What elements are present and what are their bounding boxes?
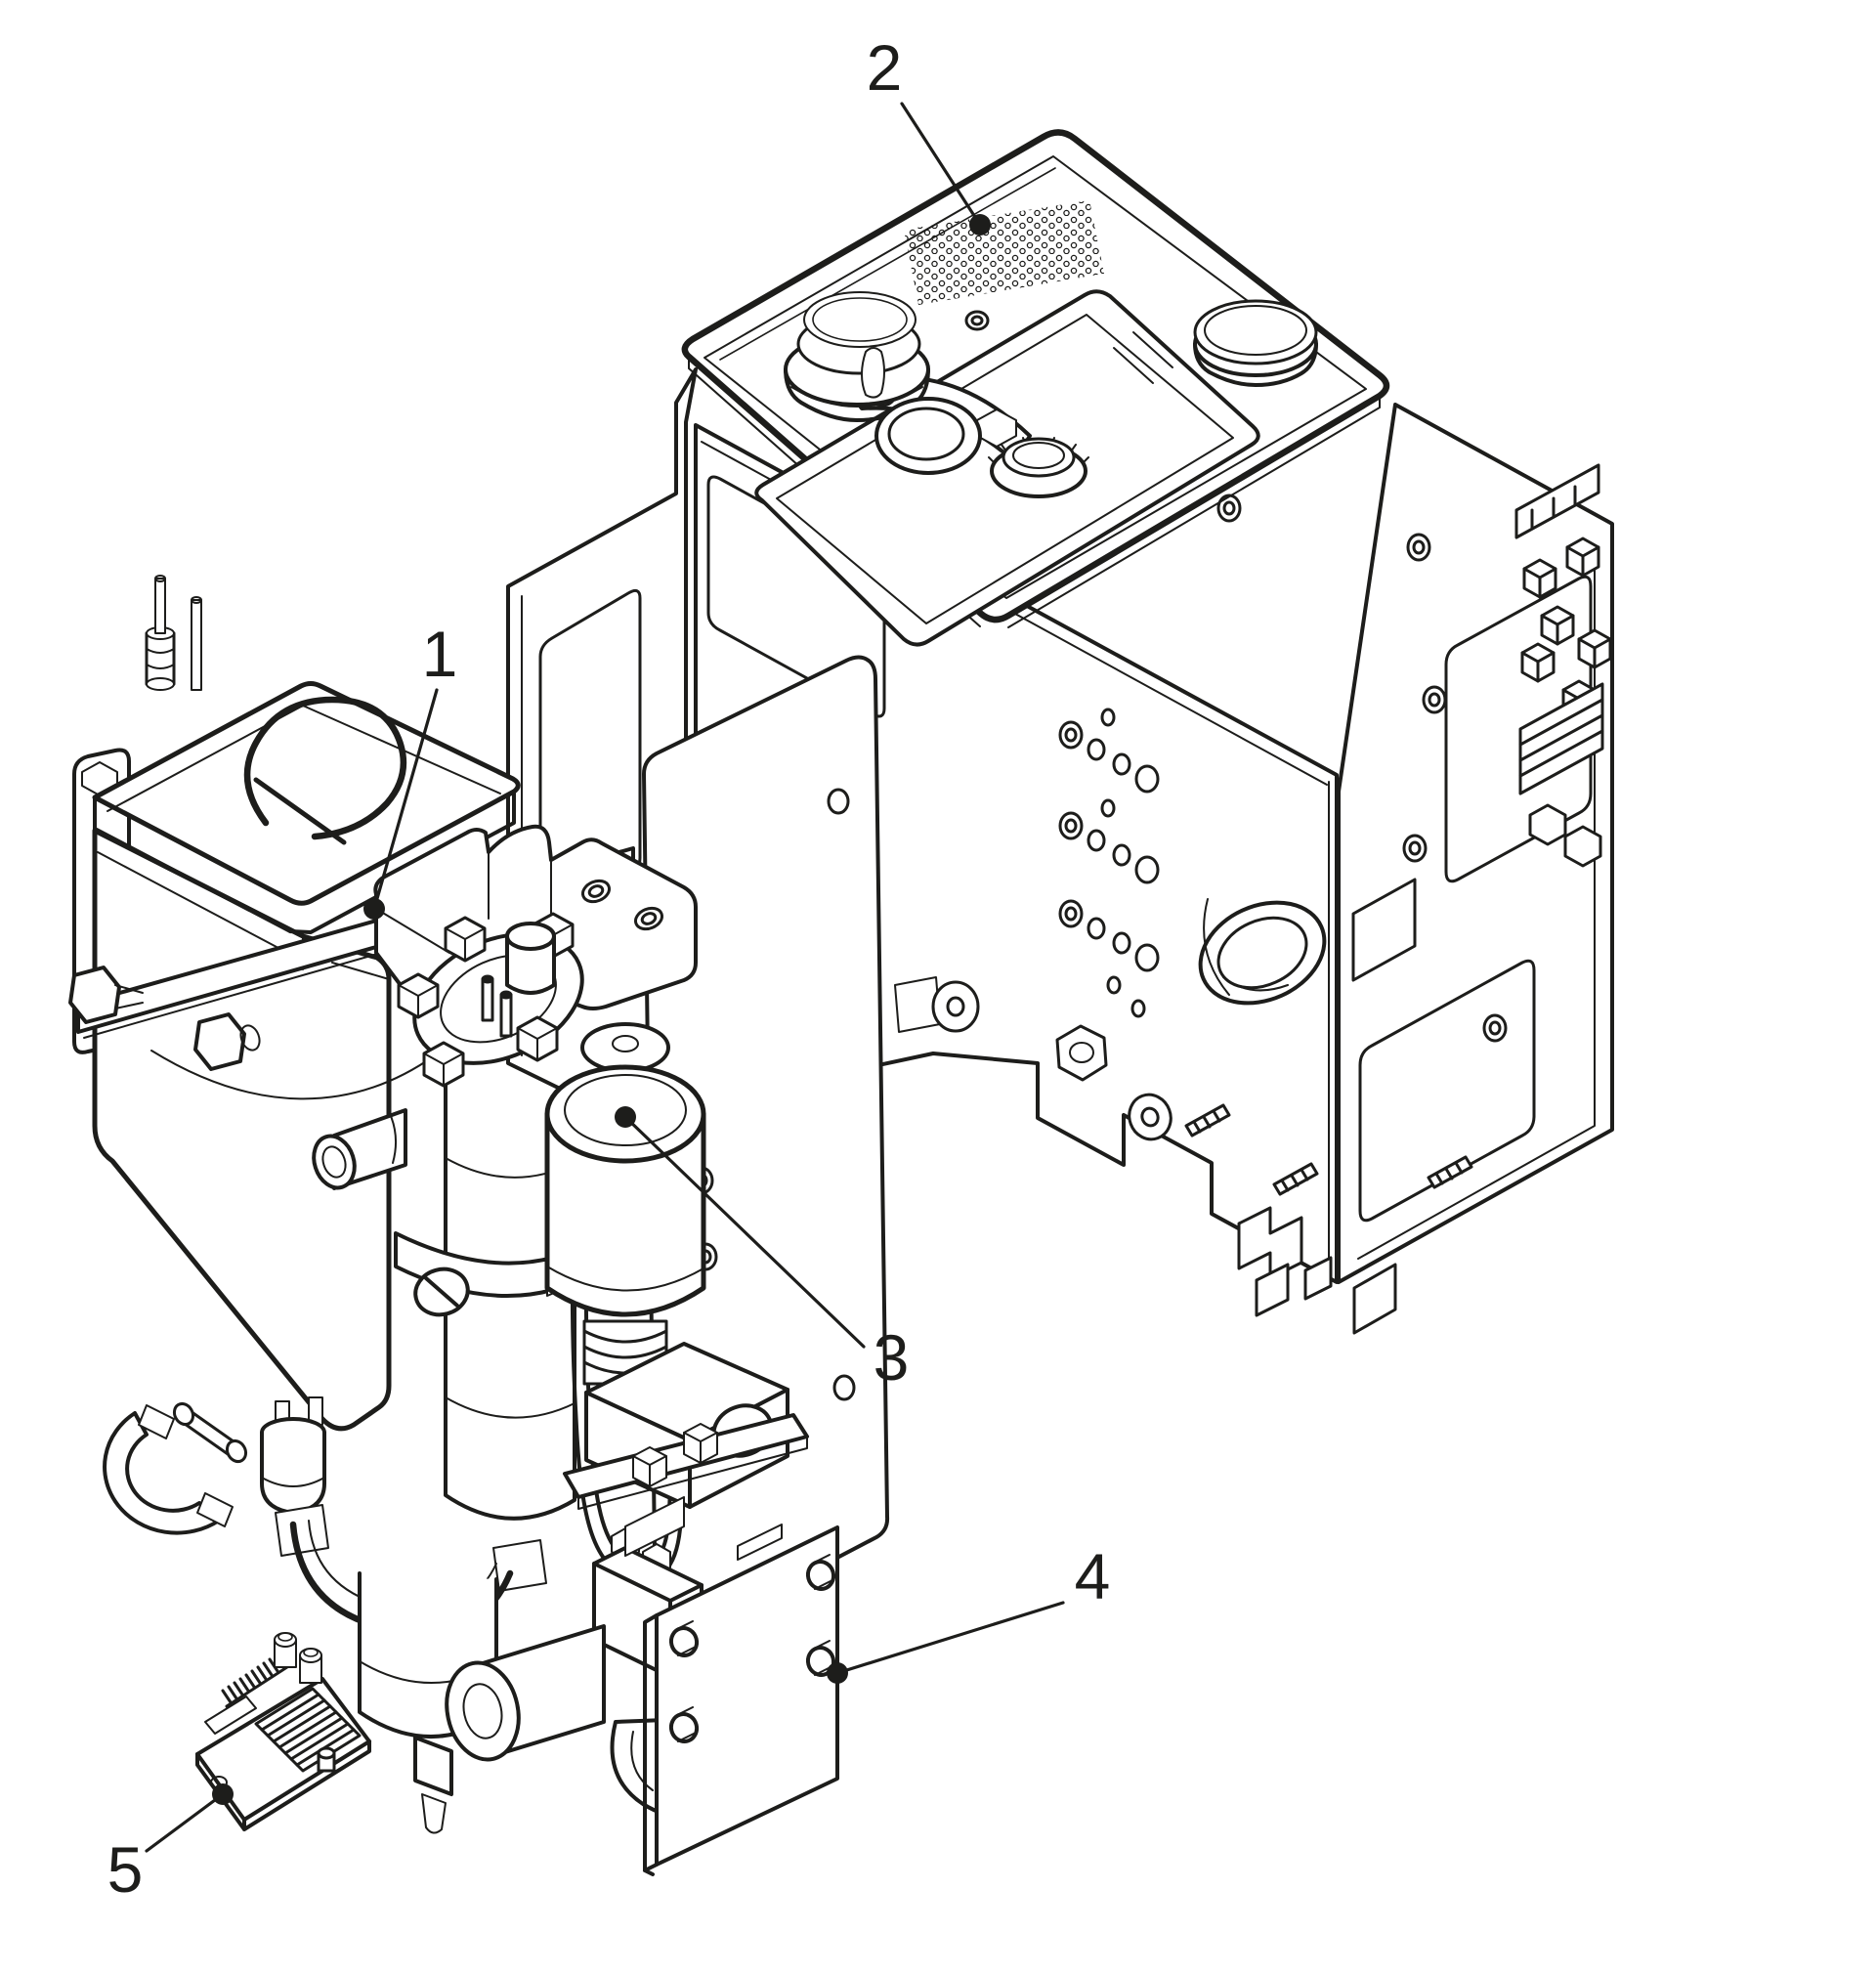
foot-tab <box>1352 1263 1397 1335</box>
washer <box>1128 1093 1172 1141</box>
callout-3-label: 3 <box>874 1321 910 1394</box>
hex-bolt <box>1055 1024 1108 1082</box>
heater-element-end <box>260 1396 326 1515</box>
callout-4-dot <box>827 1662 848 1684</box>
pump-mount-flange <box>397 912 584 1088</box>
callout-4-label: 4 <box>1075 1540 1111 1612</box>
vent-texture <box>904 200 1104 305</box>
screw-hole <box>1402 533 1508 1043</box>
flange-hex-bolt <box>397 912 575 1088</box>
roller-guide <box>894 976 980 1033</box>
plate-bolt <box>668 1554 836 1743</box>
callout-5: 5 <box>107 1783 234 1906</box>
callout-5-dot <box>212 1783 234 1805</box>
connector-blocks <box>1514 463 1612 868</box>
cover-hole <box>964 310 990 331</box>
callout-2-label: 2 <box>867 31 903 104</box>
callouts: 1 2 3 4 5 <box>107 31 1111 1906</box>
cover-ring-opening <box>874 397 982 475</box>
callout-1-label: 1 <box>422 618 458 690</box>
stud-screw <box>1184 1103 1473 1196</box>
inlet-fitting <box>445 1624 606 1762</box>
drain-nozzle <box>421 1793 447 1834</box>
board-edge-strip <box>204 1696 257 1735</box>
flange-pin <box>481 974 513 1038</box>
callout-2-dot <box>969 214 991 236</box>
loose-fasteners <box>1128 1093 1473 1317</box>
callout-3-dot <box>615 1106 636 1128</box>
heater-terminal-posts <box>145 575 202 691</box>
callout-4: 4 <box>827 1540 1110 1684</box>
latch-bracket <box>1237 1206 1333 1317</box>
boiler-cap <box>784 291 930 422</box>
callout-1: 1 <box>363 618 457 920</box>
mounting-plate <box>624 1496 839 1876</box>
vent-hole-cluster <box>1058 708 1160 1018</box>
callout-3: 3 <box>615 1106 909 1394</box>
elbow-fitting <box>312 1108 407 1190</box>
round-port-opening <box>1198 898 1327 1006</box>
callout-1-dot <box>363 898 385 920</box>
board-capacitor <box>317 1746 336 1773</box>
clamp-bolt <box>172 1401 248 1464</box>
tank-cap <box>1193 299 1318 387</box>
bar-bolt <box>68 966 261 1071</box>
chassis-right-panel <box>1328 403 1614 1335</box>
wire-clip-handle <box>243 696 407 845</box>
chassis-top-cover <box>681 129 1390 647</box>
standoff-posts <box>274 1632 322 1684</box>
pump-assembly <box>445 1022 809 1820</box>
pipe-clamp <box>103 1401 248 1535</box>
callout-5-label: 5 <box>107 1833 144 1906</box>
cover-knob <box>988 437 1089 498</box>
callout-2: 2 <box>867 31 991 236</box>
valve-board <box>563 1413 809 1510</box>
flange-boss <box>505 922 556 995</box>
control-board <box>195 1632 371 1831</box>
